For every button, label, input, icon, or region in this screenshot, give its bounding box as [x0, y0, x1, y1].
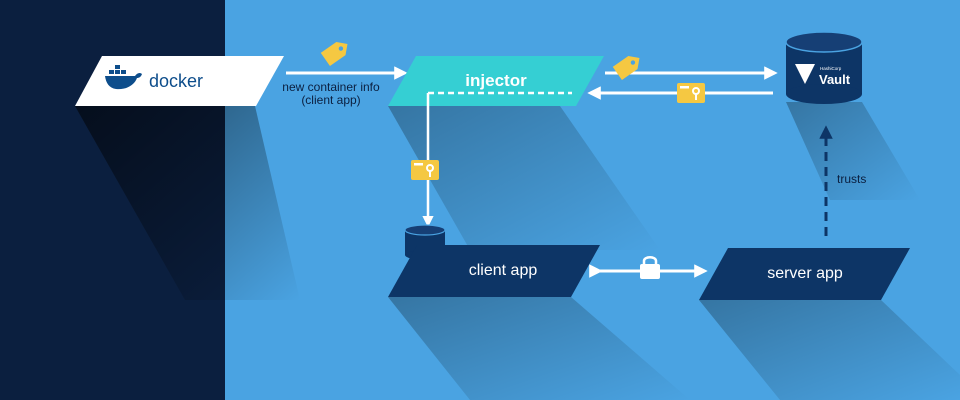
injector-shadow [388, 106, 660, 250]
tag-icon-2 [612, 56, 640, 81]
lock-icon [640, 256, 660, 279]
server-app-label: server app [767, 265, 843, 282]
injector-label: injector [465, 71, 527, 90]
vault-brand-small: HashiCorp [820, 66, 842, 71]
client-app-shadow [388, 297, 690, 400]
vault-node[interactable]: HashiCorp Vault [785, 31, 863, 104]
client-app-node[interactable]: client app [388, 245, 600, 297]
docker-whale-icon [105, 65, 142, 90]
docker-shadow [75, 106, 300, 300]
server-app-shadow [699, 300, 960, 400]
vault-triangle-icon [795, 64, 815, 84]
docker-node[interactable]: docker [75, 56, 284, 106]
key-card-icon [411, 160, 439, 180]
vault-brand: Vault [819, 72, 851, 87]
docker-to-injector-label-line1: new container info [282, 80, 380, 94]
docker-label: docker [149, 71, 203, 91]
trusts-label: trusts [837, 172, 866, 186]
docker-to-injector-label-line2: (client app) [301, 93, 360, 107]
key-card-icon-2 [677, 83, 705, 103]
tag-icon [320, 42, 348, 67]
server-app-node[interactable]: server app [699, 248, 910, 300]
client-app-label: client app [469, 262, 538, 279]
injector-node[interactable]: injector [388, 56, 604, 106]
